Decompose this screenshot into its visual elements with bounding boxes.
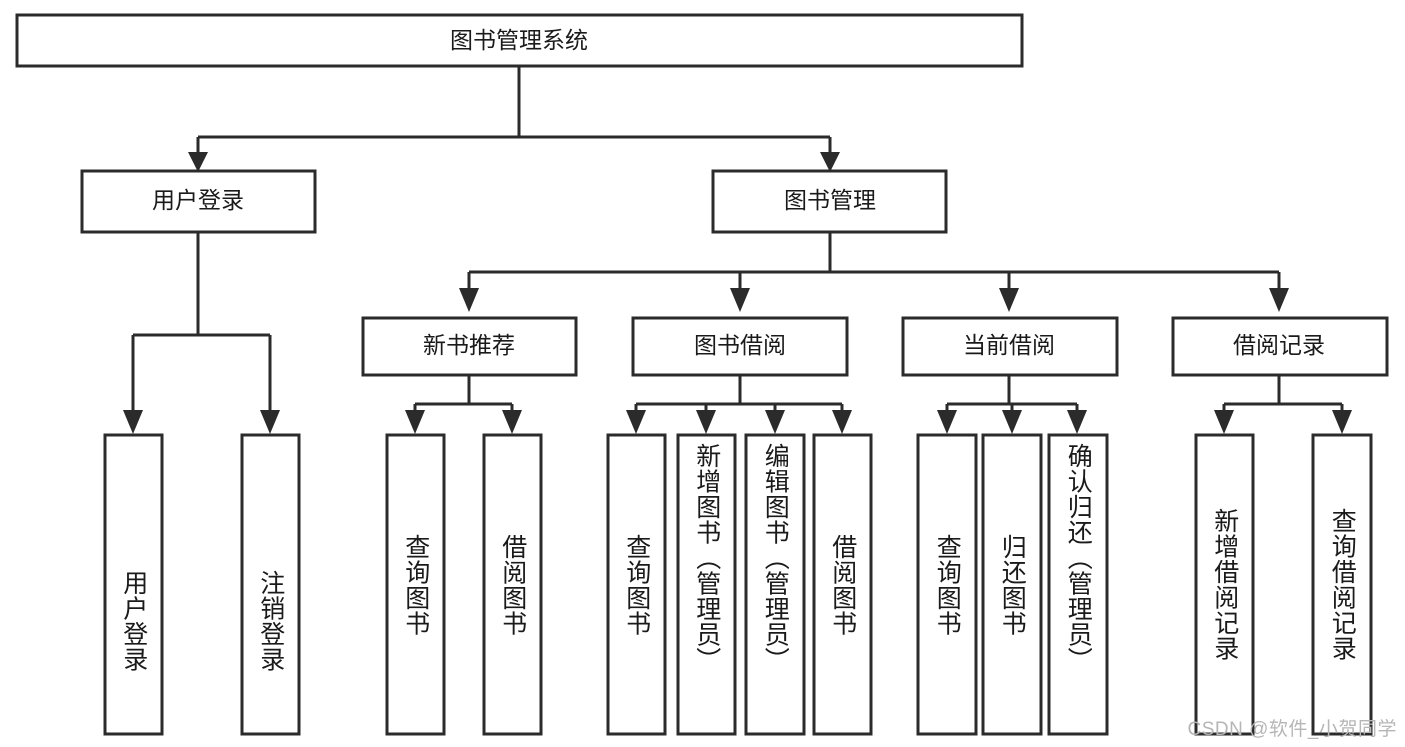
node-book-management[interactable]: 图书管理 bbox=[711, 169, 948, 234]
leaf-query-book-2[interactable]: 查询图书 bbox=[606, 433, 667, 736]
arrow-head-leaf-query-book-3 bbox=[937, 410, 957, 434]
leaf-query-book-3-label: 查询图书 bbox=[933, 533, 962, 636]
node-new-book-recommend-box[interactable] bbox=[361, 316, 578, 377]
node-new-book-recommend-label: 新书推荐 bbox=[423, 332, 515, 358]
leaf-confirm-return-label: 确认归还（管理员） bbox=[1064, 443, 1093, 673]
leaf-return-book[interactable]: 归还图书 bbox=[981, 433, 1043, 736]
leaf-query-book-1[interactable]: 查询图书 bbox=[385, 433, 446, 736]
leaf-query-book-2-box[interactable] bbox=[606, 433, 667, 736]
arrow-head-leaf-user-login bbox=[123, 410, 143, 434]
node-borrow-record-box[interactable] bbox=[1171, 316, 1389, 377]
arrow-head-leaf-return-book bbox=[1002, 410, 1022, 434]
node-book-management-box[interactable] bbox=[711, 169, 948, 234]
node-borrow-record-label: 借阅记录 bbox=[1233, 332, 1325, 358]
arrow-head-new-book-recommend bbox=[459, 288, 479, 312]
leaf-query-book-3[interactable]: 查询图书 bbox=[916, 433, 978, 736]
node-root[interactable]: 图书管理系统 bbox=[15, 13, 1024, 68]
arrow-head-user-login bbox=[188, 152, 208, 172]
arrow-head-leaf-query-book-2 bbox=[626, 410, 646, 434]
node-current-borrow-box[interactable] bbox=[901, 316, 1119, 377]
leaf-query-borrow-record-label: 查询借阅记录 bbox=[1328, 508, 1357, 661]
leaf-query-book-2-label: 查询图书 bbox=[622, 533, 651, 636]
leaf-borrow-book-1[interactable]: 借阅图书 bbox=[482, 433, 543, 736]
arrow-head-leaf-query-borrow-record bbox=[1332, 410, 1352, 434]
leaf-query-book-1-label: 查询图书 bbox=[401, 533, 430, 636]
arrow-head-leaf-logout-login bbox=[260, 410, 280, 434]
node-book-borrow-box[interactable] bbox=[631, 316, 849, 377]
leaf-user-login-label: 用户登录 bbox=[119, 570, 148, 672]
leaf-add-book-box[interactable] bbox=[676, 433, 737, 736]
node-current-borrow-label: 当前借阅 bbox=[963, 332, 1055, 358]
arrow-head-book-management bbox=[820, 152, 840, 172]
arrow-head-current-borrow bbox=[999, 288, 1019, 312]
arrow-head-borrow-record bbox=[1269, 288, 1289, 312]
leaf-user-login[interactable]: 用户登录 bbox=[103, 433, 164, 736]
leaf-add-borrow-record[interactable]: 新增借阅记录 bbox=[1194, 433, 1255, 736]
leaf-edit-book-box[interactable] bbox=[744, 433, 806, 736]
arrow-head-leaf-query-book-1 bbox=[405, 410, 425, 434]
leaf-logout-login-label: 注销登录 bbox=[256, 570, 285, 672]
node-user-login[interactable]: 用户登录 bbox=[80, 169, 317, 234]
arrow-head-leaf-add-borrow-record bbox=[1214, 410, 1234, 434]
leaf-query-borrow-record-box[interactable] bbox=[1311, 433, 1373, 736]
node-root-label: 图书管理系统 bbox=[450, 27, 588, 53]
leaf-edit-book[interactable]: 编辑图书（管理员） bbox=[744, 433, 806, 736]
leaf-borrow-book-2-box[interactable] bbox=[812, 433, 873, 736]
leaf-return-book-box[interactable] bbox=[981, 433, 1043, 736]
node-new-book-recommend[interactable]: 新书推荐 bbox=[361, 316, 578, 377]
leaf-add-book-label: 新增图书（管理员） bbox=[692, 443, 721, 673]
leaf-borrow-book-2-label: 借阅图书 bbox=[828, 533, 857, 636]
leaf-confirm-return[interactable]: 确认归还（管理员） bbox=[1047, 433, 1109, 736]
leaf-logout-login-box[interactable] bbox=[240, 433, 301, 736]
node-book-borrow[interactable]: 图书借阅 bbox=[631, 316, 849, 377]
arrow-head-leaf-borrow-book-1 bbox=[502, 410, 522, 434]
leaf-add-book[interactable]: 新增图书（管理员） bbox=[676, 433, 737, 736]
leaf-confirm-return-box[interactable] bbox=[1047, 433, 1109, 736]
node-book-borrow-label: 图书借阅 bbox=[694, 332, 786, 358]
arrow-head-leaf-borrow-book-2 bbox=[832, 410, 852, 434]
leaf-borrow-book-1-label: 借阅图书 bbox=[498, 533, 527, 636]
node-root-box[interactable] bbox=[15, 13, 1024, 68]
leaf-query-book-1-box[interactable] bbox=[385, 433, 446, 736]
arrow-head-leaf-add-book bbox=[696, 410, 716, 434]
node-book-management-label: 图书管理 bbox=[784, 187, 876, 213]
node-user-login-label: 用户登录 bbox=[152, 187, 244, 213]
leaf-borrow-book-2[interactable]: 借阅图书 bbox=[812, 433, 873, 736]
leaf-borrow-book-1-box[interactable] bbox=[482, 433, 543, 736]
leaf-logout-login[interactable]: 注销登录 bbox=[240, 433, 301, 736]
leaf-query-borrow-record[interactable]: 查询借阅记录 bbox=[1311, 433, 1373, 736]
arrow-head-book-borrow bbox=[730, 288, 750, 312]
node-current-borrow[interactable]: 当前借阅 bbox=[901, 316, 1119, 377]
leaf-user-login-box[interactable] bbox=[103, 433, 164, 736]
leaf-edit-book-label: 编辑图书（管理员） bbox=[761, 443, 790, 673]
leaf-return-book-label: 归还图书 bbox=[998, 533, 1027, 636]
leaf-add-borrow-record-label: 新增借阅记录 bbox=[1210, 508, 1239, 661]
node-borrow-record[interactable]: 借阅记录 bbox=[1171, 316, 1389, 377]
arrow-head-leaf-confirm-return bbox=[1067, 410, 1087, 434]
leaf-query-book-3-box[interactable] bbox=[916, 433, 978, 736]
arrow-head-leaf-edit-book bbox=[765, 410, 785, 434]
connector-layer bbox=[123, 66, 1352, 434]
node-user-login-box[interactable] bbox=[80, 169, 317, 234]
leaf-add-borrow-record-box[interactable] bbox=[1194, 433, 1255, 736]
